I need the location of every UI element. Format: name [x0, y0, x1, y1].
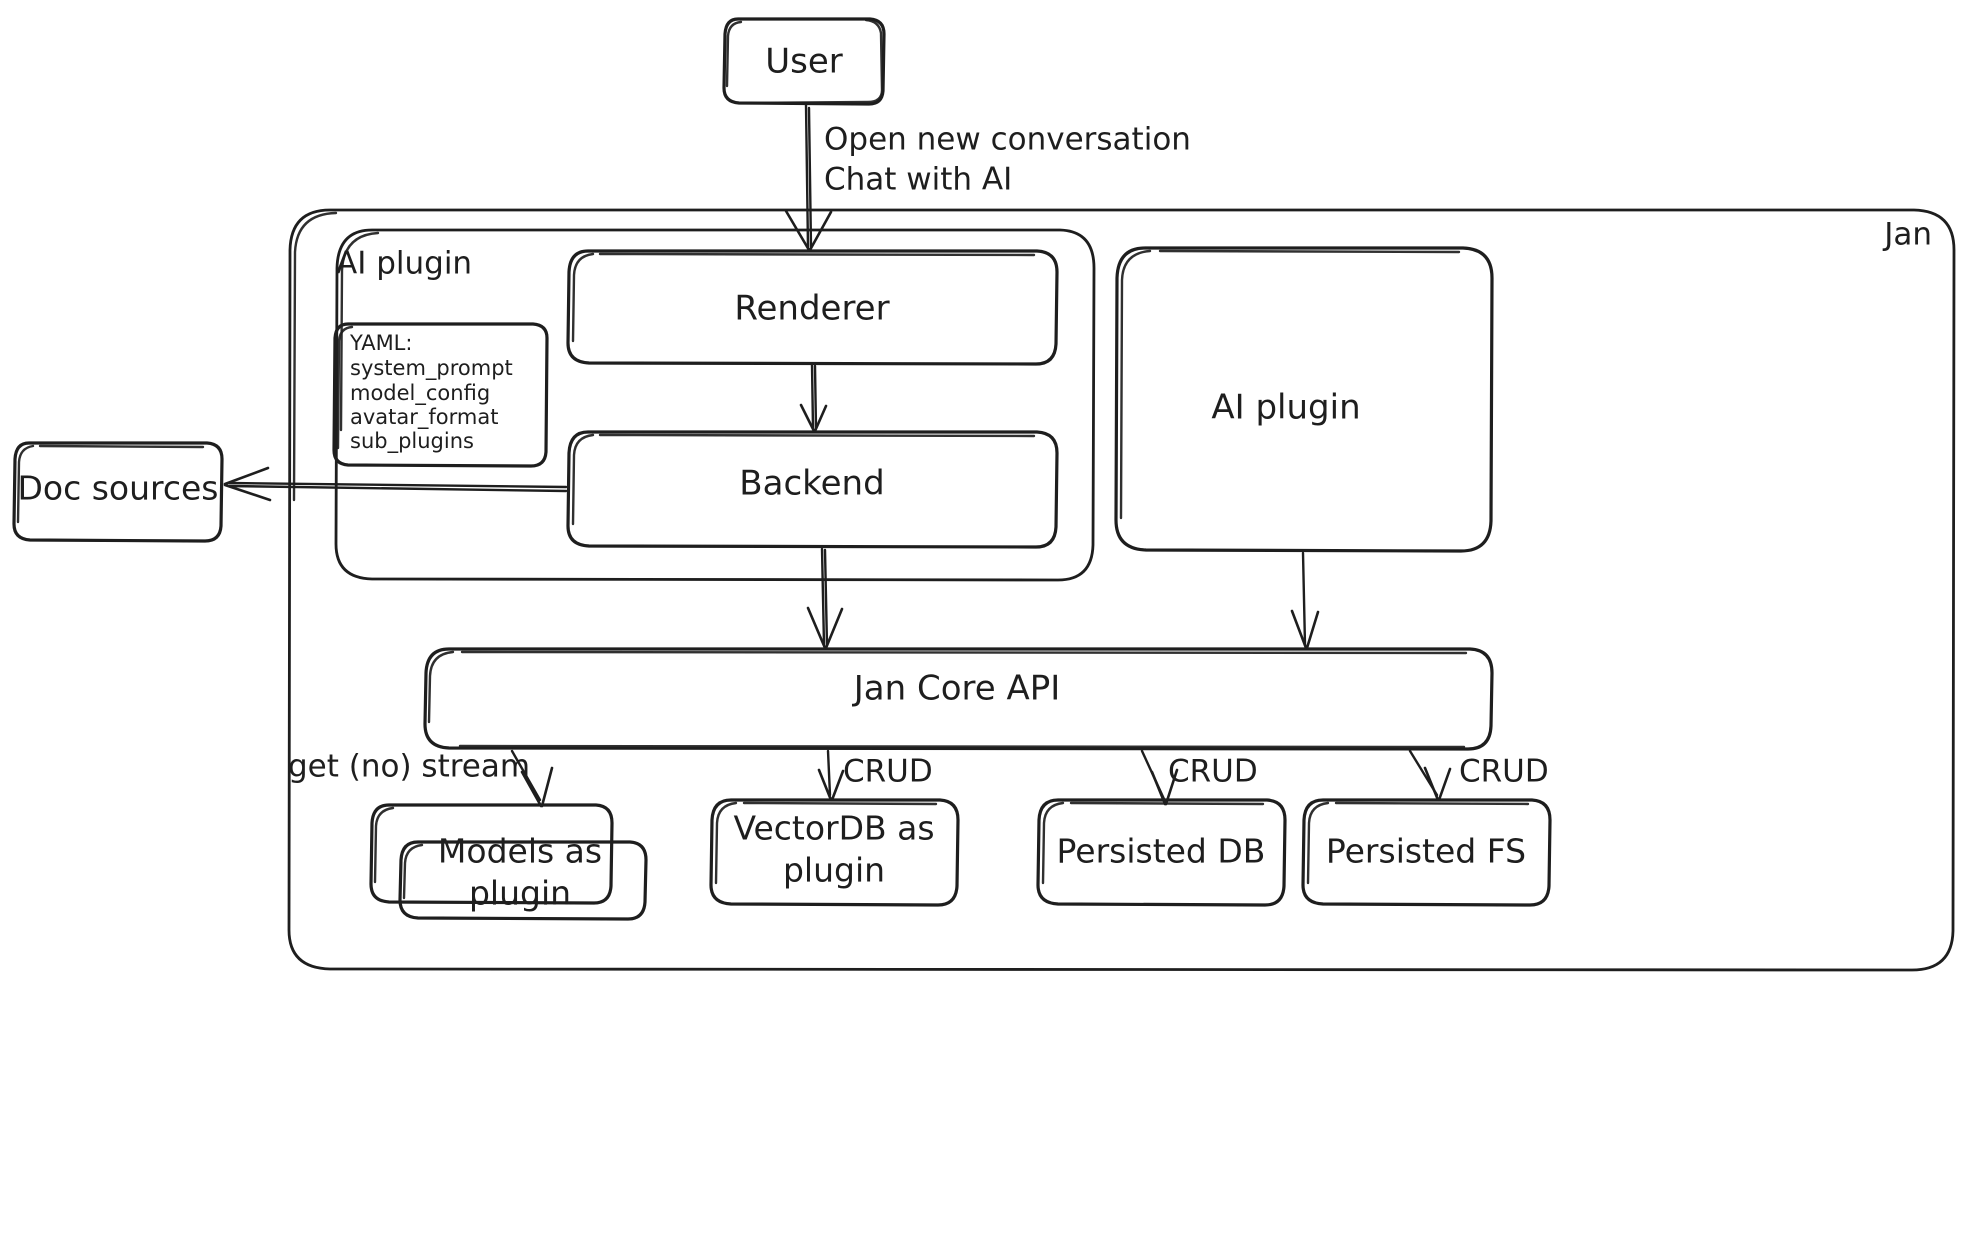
node-renderer[interactable]: Renderer [566, 249, 1059, 366]
node-vectordb-plugin[interactable]: VectorDB as plugin [709, 798, 960, 907]
node-user[interactable]: User [722, 17, 886, 106]
yaml-note-line-3: sub_plugins [350, 429, 474, 454]
edge-core-to-vectordb-label: CRUD [843, 754, 933, 790]
edge-user-to-renderer-label-2: Chat with AI [824, 162, 1012, 198]
node-backend[interactable]: Backend [566, 430, 1059, 549]
edge-core-to-vectordb: CRUD [817, 749, 933, 802]
edge-core-to-db-label: CRUD [1168, 754, 1258, 790]
node-models-plugin[interactable]: Models as plugin [369, 803, 648, 921]
node-yaml-note[interactable]: YAML: system_prompt model_config avatar_… [332, 322, 549, 468]
group-ai-plugin: AI plugin [334, 228, 1096, 582]
node-renderer-label: Renderer [734, 289, 889, 329]
node-doc-sources-label: Doc sources [17, 469, 218, 508]
node-persisted-fs[interactable]: Persisted FS [1301, 798, 1552, 907]
node-vectordb-plugin-label-1: VectorDB as [733, 809, 934, 848]
node-doc-sources[interactable]: Doc sources [12, 441, 224, 543]
yaml-note-line-1: model_config [350, 381, 490, 406]
node-models-plugin-label-1: Models as [438, 832, 602, 871]
node-ai-plugin-box-label: AI plugin [1211, 388, 1360, 428]
edge-core-to-db: CRUD [1140, 749, 1258, 806]
yaml-note-heading: YAML: [349, 331, 412, 355]
node-vectordb-plugin-label-2: plugin [783, 851, 885, 890]
node-persisted-db[interactable]: Persisted DB [1036, 798, 1287, 907]
group-ai-plugin-label: AI plugin [336, 246, 472, 282]
edge-core-to-fs-label: CRUD [1459, 754, 1549, 790]
edge-core-to-models-label: get (no) stream [288, 749, 530, 785]
node-user-label: User [765, 42, 843, 82]
node-persisted-db-label: Persisted DB [1057, 832, 1266, 871]
container-jan-label: Jan [1882, 217, 1932, 253]
edge-ai-plugin-to-core [1290, 551, 1320, 650]
edge-backend-to-core [806, 547, 844, 650]
node-models-plugin-label-2: plugin [469, 874, 571, 913]
node-persisted-fs-label: Persisted FS [1326, 832, 1526, 871]
edge-user-to-renderer: Open new conversation Chat with AI [784, 103, 1191, 252]
edge-backend-to-doc-sources [223, 466, 568, 502]
yaml-note-line-0: system_prompt [350, 356, 513, 381]
node-jan-core-api[interactable]: Jan Core API [423, 647, 1494, 751]
edge-user-to-renderer-label-1: Open new conversation [824, 122, 1191, 158]
edge-core-to-fs: CRUD [1408, 749, 1549, 802]
node-ai-plugin-box[interactable]: AI plugin [1114, 246, 1494, 553]
node-backend-label: Backend [739, 464, 884, 504]
container-jan: Jan [287, 208, 1956, 972]
edge-renderer-to-backend [799, 363, 828, 433]
node-jan-core-api-label: Jan Core API [852, 669, 1061, 709]
edge-core-to-models: get (no) stream [288, 749, 554, 808]
yaml-note-line-2: avatar_format [350, 405, 498, 430]
